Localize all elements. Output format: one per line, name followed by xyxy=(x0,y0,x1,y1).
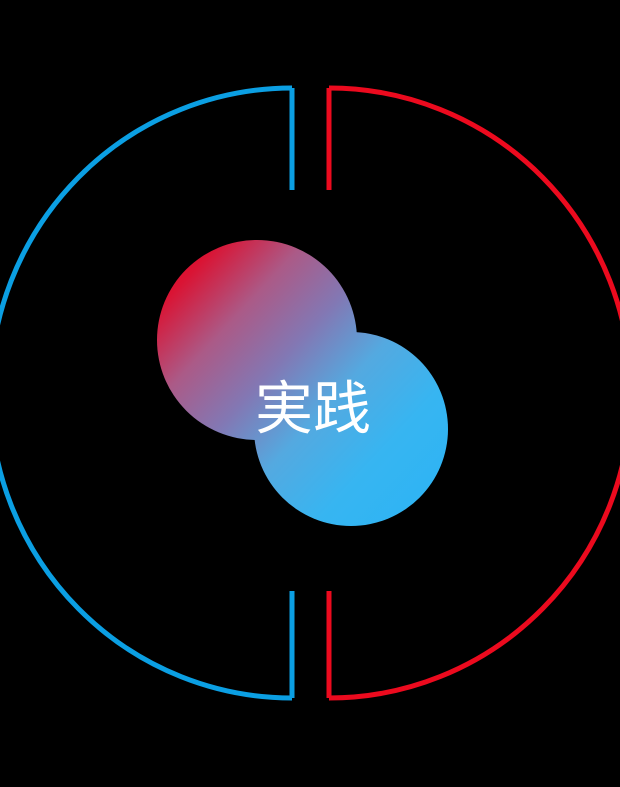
blob-lower-right xyxy=(254,332,448,526)
gradient-blob-group xyxy=(157,240,448,526)
center-kanji-label: 実践 xyxy=(255,376,371,441)
ring-arc-left-blue xyxy=(0,85,293,701)
ring-arc-right-red xyxy=(328,85,620,701)
outer-ring xyxy=(0,85,620,701)
